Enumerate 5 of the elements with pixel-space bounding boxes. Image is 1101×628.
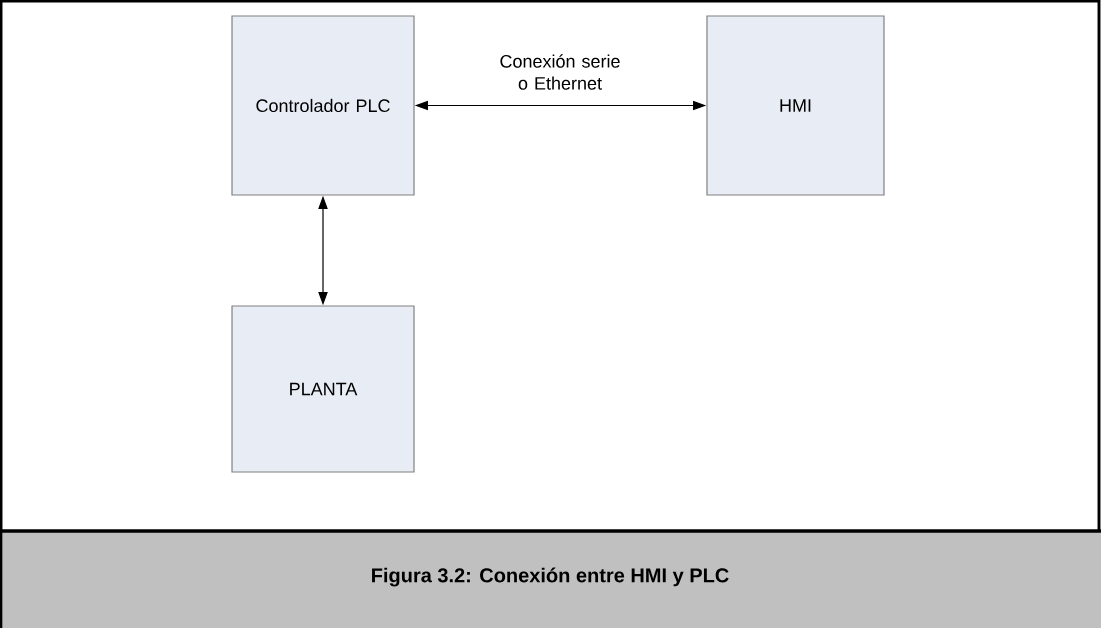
- process-box: HMI: [706, 15, 885, 196]
- process-box: PLANTA: [231, 305, 415, 473]
- caption-band: Figura 3.2: Conexión entre HMI y PLC: [0, 529, 1101, 628]
- edge-label: Conexión serie o Ethernet: [500, 54, 620, 90]
- process-box: Controlador PLC: [231, 15, 415, 196]
